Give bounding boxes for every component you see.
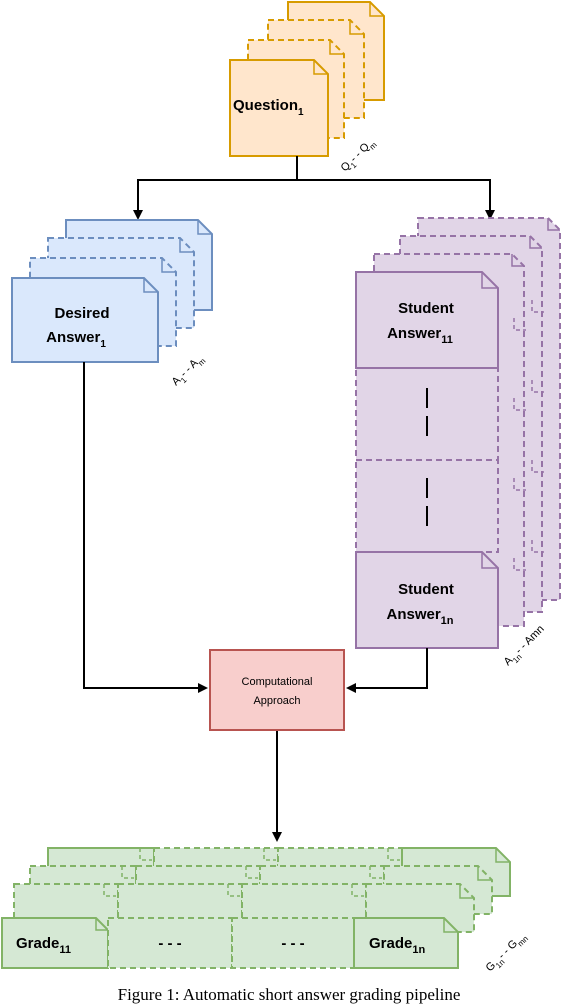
computational-approach-box: Computational Approach — [209, 649, 345, 731]
approach-label-line1: Computational — [242, 676, 313, 688]
student-top-label-line1: Student — [398, 300, 454, 317]
student-range-label: A1n- - Amn — [502, 623, 549, 670]
student-bottom-label-line1: Student — [398, 581, 454, 598]
student-answer-stack: Student Answer11 Student Answer1n A1n- -… — [355, 217, 561, 670]
grade-doc-last — [353, 917, 459, 969]
question-doc-front — [229, 59, 329, 157]
figure-caption: Figure 1: Automatic short answer grading… — [118, 985, 461, 1004]
question-stack: Question1 Q1- - Qm — [229, 1, 385, 176]
question-connectors — [133, 156, 495, 220]
grade-middle-2-label: - - - — [281, 935, 304, 952]
student-bottom-label-line2: Answer1n — [386, 606, 453, 627]
desired-label-line2: Answer1 — [46, 329, 106, 350]
arrow-to-desired — [133, 179, 297, 220]
grade-doc-middle-1 — [107, 917, 233, 969]
student-middle-doc-2 — [355, 459, 499, 553]
grade-first-label: Grade11 — [16, 935, 71, 956]
student-doc-bottom — [355, 551, 499, 649]
grades-range-label: G1n- - Gmn — [484, 930, 530, 976]
grade-doc-middle-2 — [231, 917, 355, 969]
approach-label-line2: Approach — [253, 695, 300, 707]
arrow-to-student — [297, 179, 495, 220]
desired-doc-front — [11, 277, 159, 363]
grades-stack: Grade11 - - - - - - Grade1n G1n- - Gmn — [1, 847, 530, 976]
student-doc-top — [355, 271, 499, 369]
approach-connectors — [83, 362, 428, 842]
question-range-label: Q1- - Qm — [339, 136, 379, 176]
desired-label-line1: Desired — [54, 305, 109, 322]
desired-answer-stack: Desired Answer1 A1- - Am — [11, 219, 213, 390]
grade-last-label: Grade1n — [369, 935, 425, 956]
student-middle-doc-1 — [355, 367, 499, 461]
arrow-desired-to-approach — [83, 362, 208, 693]
question-label: Question1 — [233, 97, 304, 118]
desired-range-label: A1- - Am — [170, 352, 208, 390]
grade-middle-1-label: - - - — [158, 935, 181, 952]
student-top-label-line2: Answer11 — [387, 325, 453, 346]
arrow-student-to-approach — [346, 648, 428, 693]
